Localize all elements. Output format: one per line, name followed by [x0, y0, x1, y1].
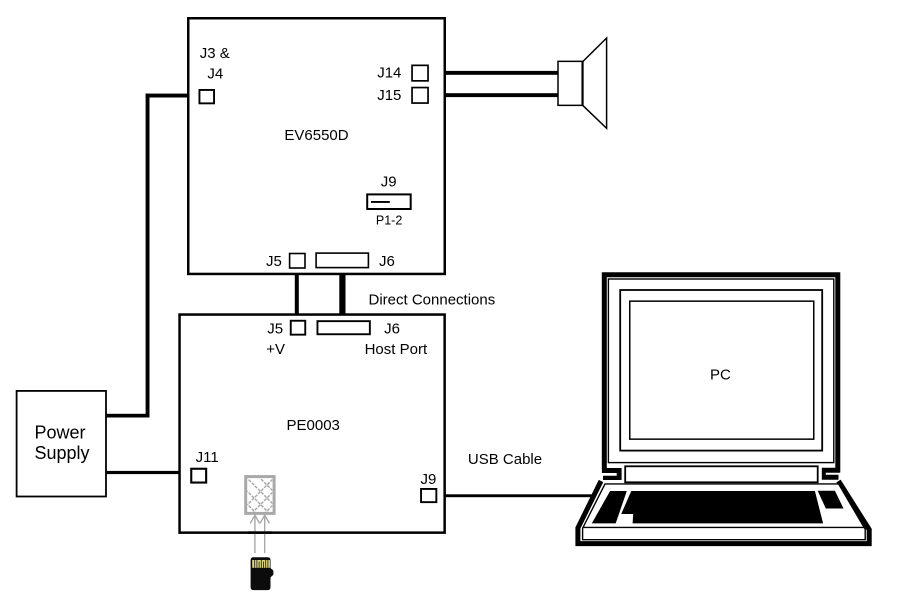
- svg-text:J5: J5: [266, 253, 282, 270]
- svg-text:J6: J6: [379, 253, 395, 270]
- svg-text:Direct Connections: Direct Connections: [369, 291, 496, 308]
- svg-text:Power: Power: [35, 423, 86, 443]
- svg-text:J11: J11: [196, 449, 219, 466]
- svg-text:J6: J6: [384, 321, 400, 338]
- svg-text:USB Cable: USB Cable: [468, 451, 542, 468]
- svg-text:PC: PC: [710, 367, 731, 384]
- svg-text:J9: J9: [421, 471, 437, 488]
- svg-text:PE0003: PE0003: [287, 417, 340, 434]
- svg-text:P1-2: P1-2: [376, 213, 402, 227]
- svg-text:J4: J4: [207, 65, 223, 82]
- svg-text:J5: J5: [267, 321, 283, 338]
- svg-text:EV6550D: EV6550D: [284, 127, 348, 144]
- svg-text:J14: J14: [377, 65, 401, 82]
- svg-text:Host Port: Host Port: [365, 341, 428, 358]
- svg-text:J9: J9: [381, 173, 397, 190]
- svg-text:Supply: Supply: [35, 443, 90, 463]
- svg-text:J3 &: J3 &: [200, 45, 230, 62]
- svg-text:+V: +V: [266, 341, 285, 358]
- svg-text:J15: J15: [377, 87, 401, 104]
